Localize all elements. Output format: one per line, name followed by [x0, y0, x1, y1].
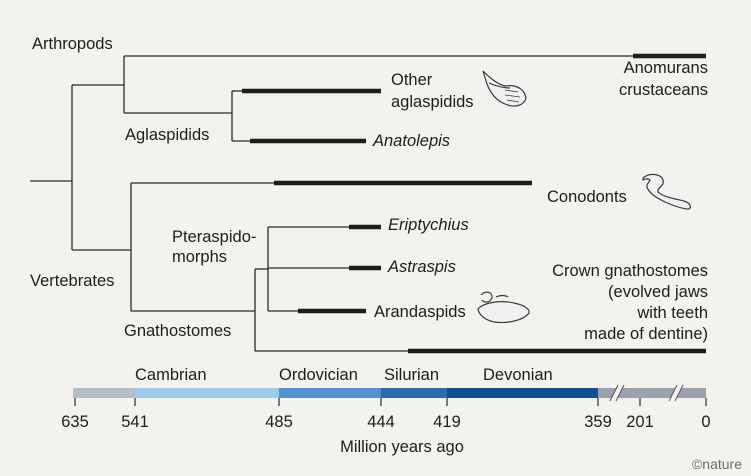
period-devonian: Devonian [483, 366, 553, 384]
label-conodonts: Conodonts [547, 188, 627, 206]
label-other-aglaspidids-line2: aglaspidids [391, 93, 474, 111]
label-crown-line4: made of dentine) [584, 325, 708, 343]
timescale-cambrian [135, 388, 279, 398]
period-silurian: Silurian [384, 366, 439, 384]
label-anomurans-line2: crustaceans [619, 81, 708, 99]
arandaspid-illustration [477, 291, 530, 324]
timescale-ticks [74, 398, 707, 406]
tree-branches [30, 55, 635, 352]
timescale-devonian [447, 388, 598, 398]
tick-label-485: 485 [265, 413, 293, 431]
timescale-silurian [381, 388, 447, 398]
period-ordovician: Ordovician [279, 366, 358, 384]
label-arthropods: Arthropods [32, 35, 113, 53]
tick-label-0: 0 [701, 413, 710, 431]
timescale-post-devonian [598, 388, 706, 398]
period-cambrian: Cambrian [135, 366, 207, 384]
scale-break-2a [668, 384, 678, 402]
scale-break-2 [669, 384, 683, 402]
scale-break-1 [610, 384, 624, 402]
tick-label-201: 201 [626, 413, 654, 431]
tick-label-444: 444 [367, 413, 395, 431]
label-anatolepis: Anatolepis [372, 132, 450, 150]
scale-break-2b [674, 384, 684, 402]
label-crown-line1: Crown gnathostomes [552, 262, 708, 280]
scale-break-1a [609, 384, 619, 402]
range-bars [242, 53, 706, 354]
label-eriptychius: Eriptychius [388, 216, 469, 234]
scale-break-1b [615, 384, 625, 402]
timescale-ordovician [279, 388, 381, 398]
label-crown-line3: with teeth [636, 304, 708, 322]
tick-label-541: 541 [121, 413, 149, 431]
label-gnathostomes: Gnathostomes [124, 322, 231, 340]
label-pteraspidomorphs-line2: morphs [172, 248, 227, 266]
label-pteraspidomorphs-line1: Pteraspido- [172, 228, 256, 246]
axis-label: Million years ago [340, 438, 464, 456]
credit-logo: ©nature [692, 456, 742, 472]
timescale-pre-cambrian [73, 388, 135, 398]
label-arandaspids: Arandaspids [374, 303, 466, 321]
label-anomurans-line1: Anomurans [624, 59, 708, 77]
aglaspidid-illustration [482, 70, 527, 107]
label-vertebrates: Vertebrates [30, 272, 114, 290]
conodont-illustration [642, 173, 691, 210]
tick-label-635: 635 [61, 413, 89, 431]
label-aglaspidids: Aglaspidids [125, 126, 209, 144]
tick-label-359: 359 [584, 413, 612, 431]
label-other-aglaspidids-line1: Other [391, 71, 433, 89]
timescale-bar [73, 384, 706, 402]
tick-label-419: 419 [433, 413, 461, 431]
label-astraspis: Astraspis [387, 258, 456, 276]
label-crown-line2: (evolved jaws [608, 283, 708, 301]
